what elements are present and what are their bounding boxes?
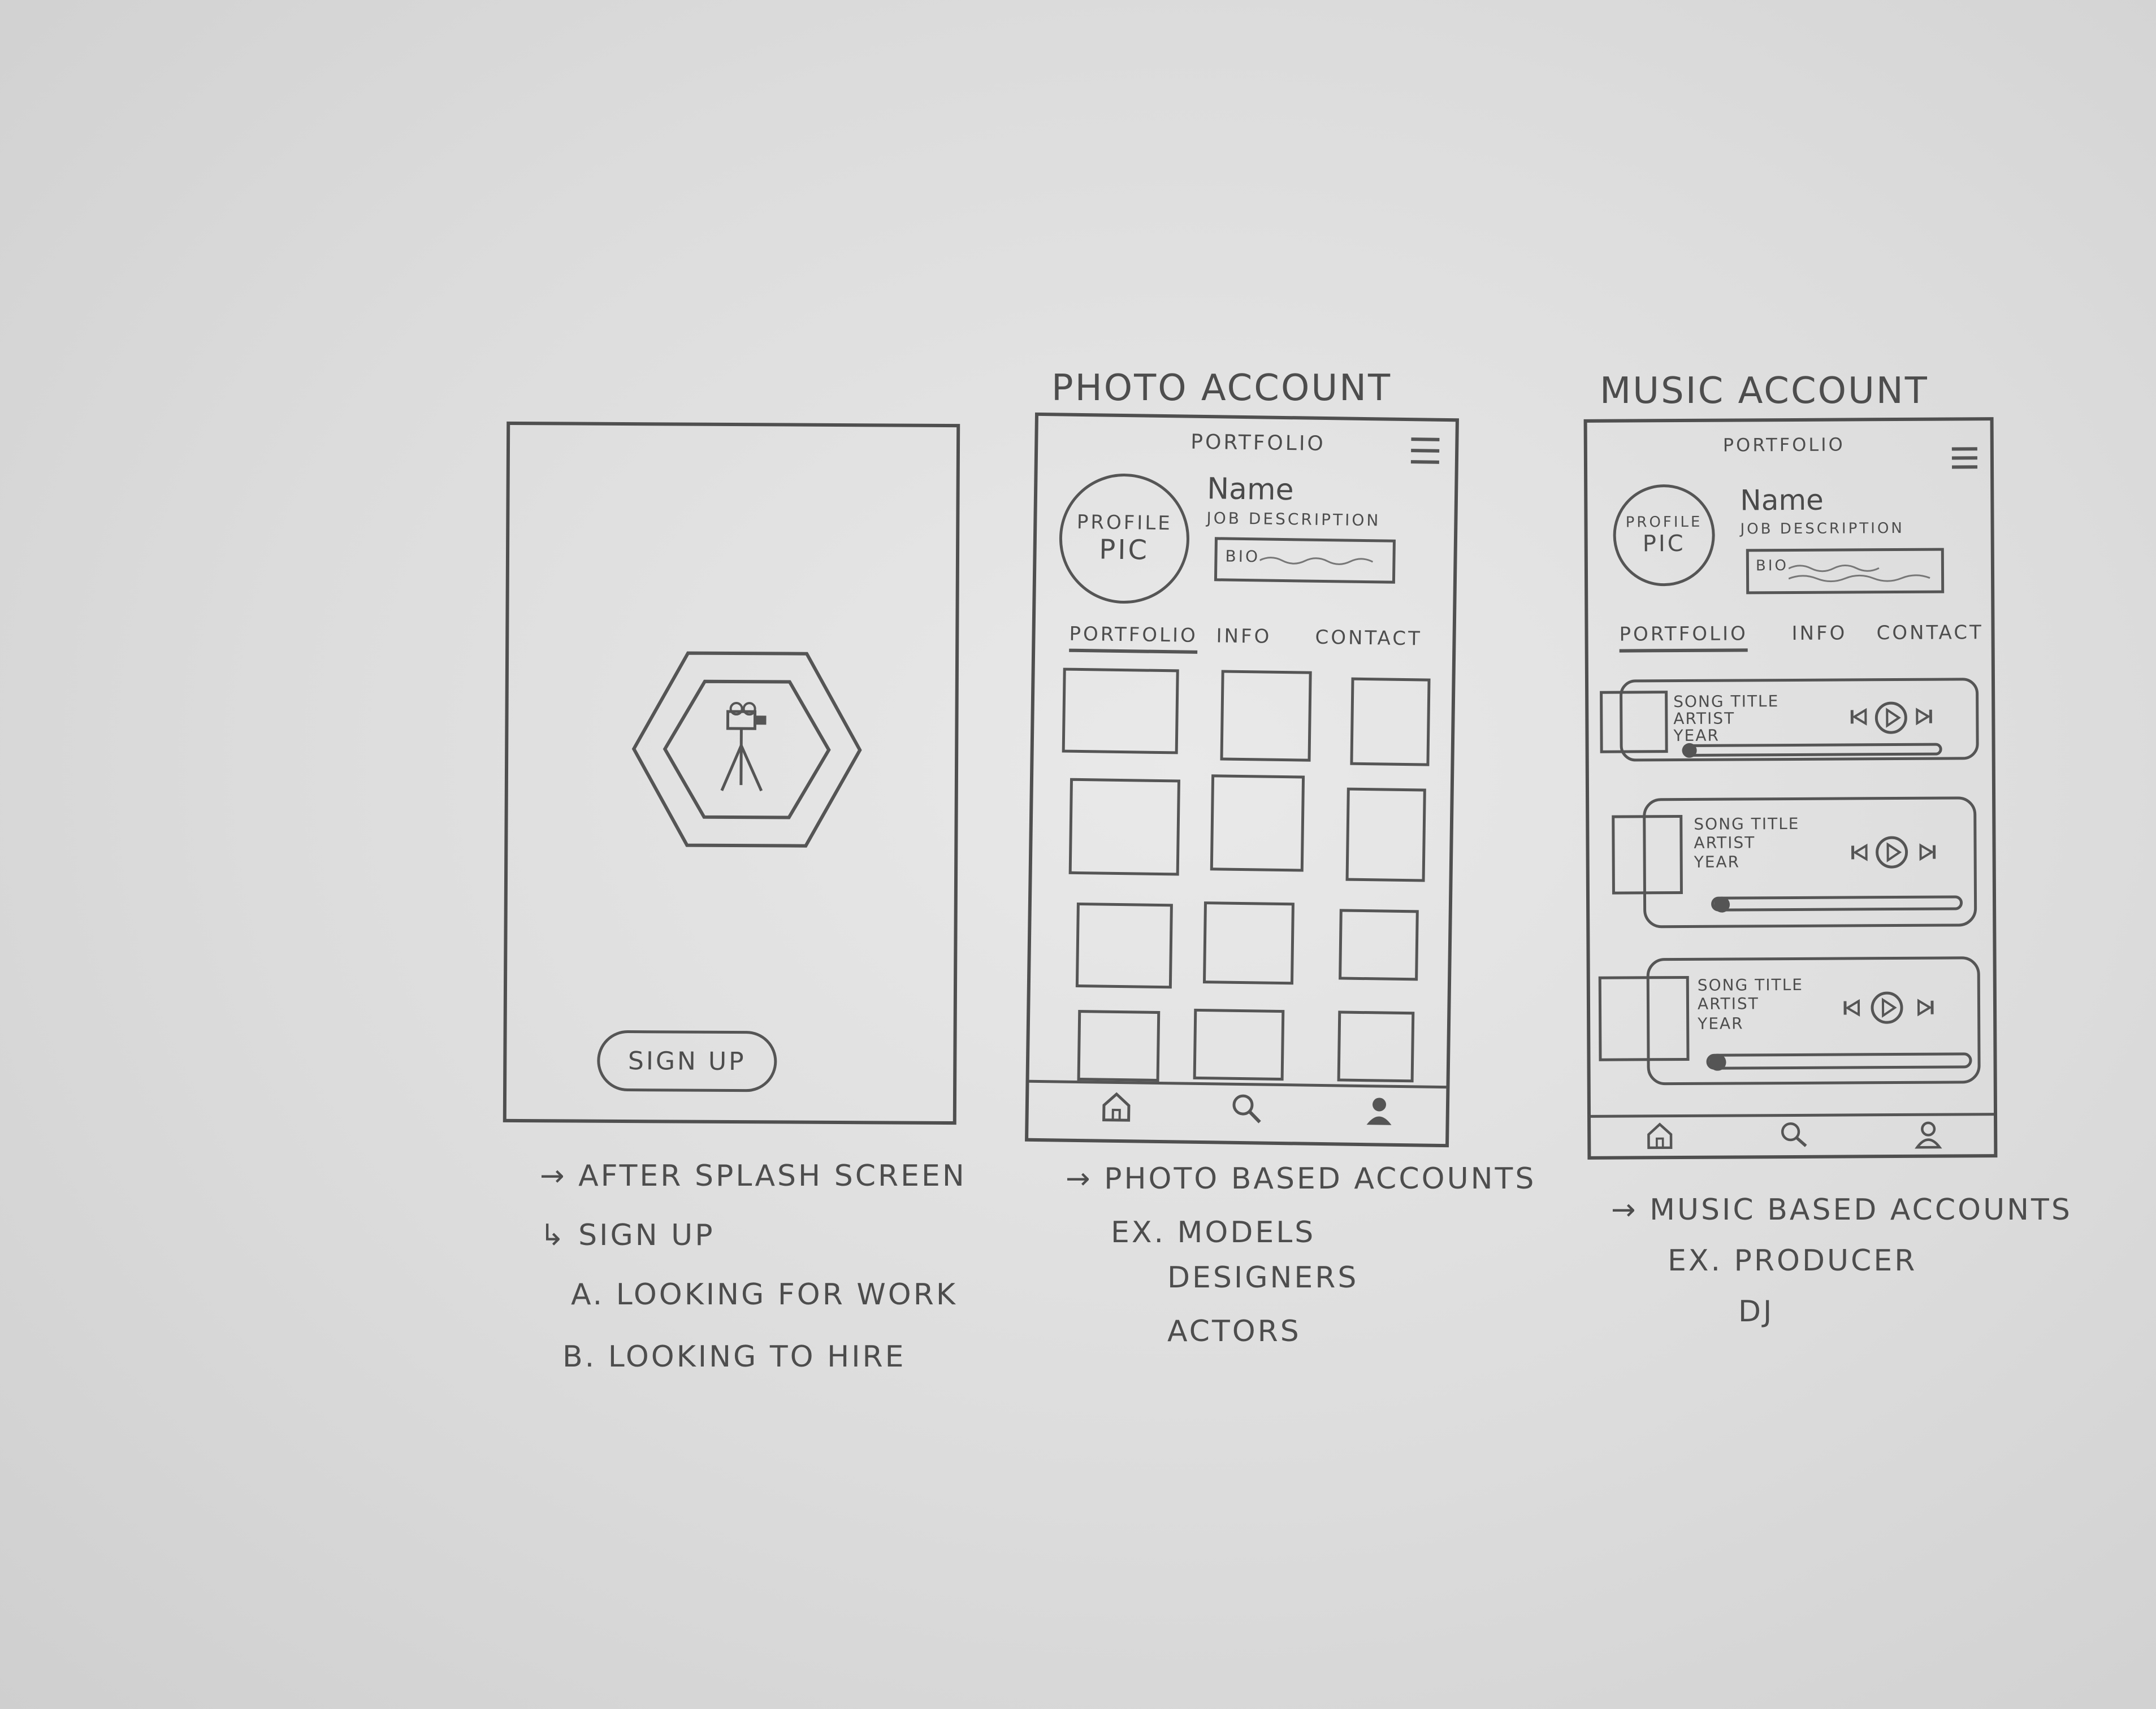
home-icon[interactable]: [1644, 1120, 1675, 1151]
hexagon-logo: [631, 651, 862, 848]
next-icon[interactable]: [1917, 842, 1937, 862]
home-icon[interactable]: [1099, 1090, 1133, 1124]
progress-knob[interactable]: [1714, 896, 1730, 913]
bio-label: BIO: [1755, 557, 1789, 575]
song-year: YEAR: [1694, 852, 1741, 871]
photo-thumbnail[interactable]: [1193, 1008, 1285, 1081]
photo-thumbnail[interactable]: [1339, 909, 1419, 981]
tab-info[interactable]: INFO: [1791, 622, 1847, 645]
previous-icon[interactable]: [1848, 706, 1869, 727]
progress-bar[interactable]: [1682, 743, 1942, 757]
song-year: YEAR: [1673, 726, 1720, 745]
menu-icon[interactable]: [1408, 433, 1443, 468]
music-screen-frame: PORTFOLIO PROFILE PIC Name JOB DESCRIPTI…: [1583, 417, 1998, 1160]
play-icon[interactable]: [1874, 701, 1908, 735]
photo-thumbnail[interactable]: [1210, 774, 1305, 872]
play-icon[interactable]: [1874, 835, 1908, 869]
photo-note-2: EX. MODELS: [1111, 1216, 1316, 1250]
splash-note-1: → AFTER SPLASH SCREEN: [540, 1159, 967, 1193]
profile-pic-label-2: PIC: [1098, 533, 1150, 566]
photo-note-4: ACTORS: [1167, 1315, 1301, 1348]
music-header-title: PORTFOLIO: [1722, 433, 1845, 456]
music-note-3: DJ: [1738, 1295, 1774, 1329]
photo-thumbnail[interactable]: [1337, 1010, 1415, 1083]
photo-thumbnail[interactable]: [1068, 778, 1180, 876]
sign-up-button[interactable]: SIGN UP: [597, 1030, 777, 1092]
previous-icon[interactable]: [1842, 997, 1862, 1018]
tab-portfolio[interactable]: PORTFOLIO: [1069, 622, 1198, 654]
next-icon[interactable]: [1913, 706, 1934, 727]
progress-knob[interactable]: [1709, 1053, 1726, 1071]
progress-knob[interactable]: [1682, 743, 1697, 758]
job-description: JOB DESCRIPTION: [1206, 509, 1381, 530]
search-icon[interactable]: [1777, 1120, 1808, 1150]
profile-name: Name: [1206, 472, 1295, 508]
photo-screen-frame: PORTFOLIO PROFILE PIC Name JOB DESCRIPTI…: [1025, 412, 1459, 1148]
album-art: [1612, 815, 1683, 895]
photo-header-title: PORTFOLIO: [1190, 430, 1326, 456]
sign-up-label: SIGN UP: [627, 1046, 746, 1076]
progress-bar[interactable]: [1711, 895, 1963, 912]
music-note-1: → MUSIC BASED ACCOUNTS: [1611, 1193, 2072, 1227]
splash-note-3: A. LOOKING FOR WORK: [571, 1278, 958, 1312]
photo-thumbnail[interactable]: [1077, 1009, 1161, 1082]
previous-icon[interactable]: [1850, 842, 1870, 862]
tab-portfolio[interactable]: PORTFOLIO: [1619, 622, 1748, 653]
profile-pic: PROFILE PIC: [1058, 472, 1190, 605]
song-year: YEAR: [1698, 1014, 1744, 1033]
profile-pic-label-1: PROFILE: [1625, 513, 1703, 531]
tab-info[interactable]: INFO: [1216, 624, 1272, 648]
tab-contact[interactable]: CONTACT: [1876, 621, 1984, 645]
song-title: SONG TITLE: [1673, 692, 1780, 712]
photo-thumbnail[interactable]: [1220, 670, 1312, 762]
profile-icon[interactable]: [1913, 1119, 1943, 1150]
splash-note-2: ↳ SIGN UP: [540, 1218, 715, 1252]
photo-note-3: DESIGNERS: [1167, 1261, 1359, 1295]
album-art: [1600, 691, 1668, 753]
tab-contact[interactable]: CONTACT: [1315, 626, 1423, 650]
bio-box: BIO: [1214, 537, 1396, 584]
profile-icon[interactable]: [1362, 1093, 1396, 1127]
progress-bar[interactable]: [1706, 1052, 1972, 1070]
photo-note-1: → PHOTO BASED ACCOUNTS: [1066, 1162, 1536, 1196]
song-artist: ARTIST: [1694, 833, 1756, 852]
photo-thumbnail[interactable]: [1350, 677, 1431, 766]
bio-box: BIO: [1746, 548, 1945, 595]
play-icon[interactable]: [1870, 991, 1904, 1025]
music-account-heading: MUSIC ACCOUNT: [1600, 370, 1929, 412]
next-icon[interactable]: [1915, 997, 1936, 1018]
bio-squiggle: [1788, 564, 1930, 583]
job-description: JOB DESCRIPTION: [1740, 519, 1904, 538]
song-title: SONG TITLE: [1697, 975, 1804, 995]
music-note-2: EX. PRODUCER: [1668, 1244, 1917, 1278]
splash-note-4: B. LOOKING TO HIRE: [562, 1340, 906, 1374]
song-title: SONG TITLE: [1694, 814, 1800, 834]
profile-name: Name: [1740, 483, 1824, 517]
photo-thumbnail[interactable]: [1345, 787, 1426, 882]
profile-pic-label-1: PROFILE: [1076, 510, 1173, 535]
splash-screen-frame: SIGN UP: [503, 421, 960, 1125]
camera-tripod-icon: [720, 702, 767, 792]
bio-squiggle: [1259, 557, 1374, 565]
search-icon[interactable]: [1229, 1091, 1263, 1126]
menu-icon[interactable]: [1949, 443, 1981, 475]
song-artist: ARTIST: [1697, 994, 1759, 1013]
profile-pic: PROFILE PIC: [1613, 484, 1716, 587]
bio-label: BIO: [1225, 546, 1261, 566]
photo-account-heading: PHOTO ACCOUNT: [1051, 367, 1392, 409]
photo-thumbnail[interactable]: [1202, 901, 1295, 985]
album-art: [1598, 975, 1690, 1061]
profile-pic-label-2: PIC: [1642, 530, 1686, 557]
photo-thumbnail[interactable]: [1062, 667, 1179, 754]
song-artist: ARTIST: [1673, 709, 1735, 728]
photo-thumbnail[interactable]: [1075, 902, 1173, 989]
